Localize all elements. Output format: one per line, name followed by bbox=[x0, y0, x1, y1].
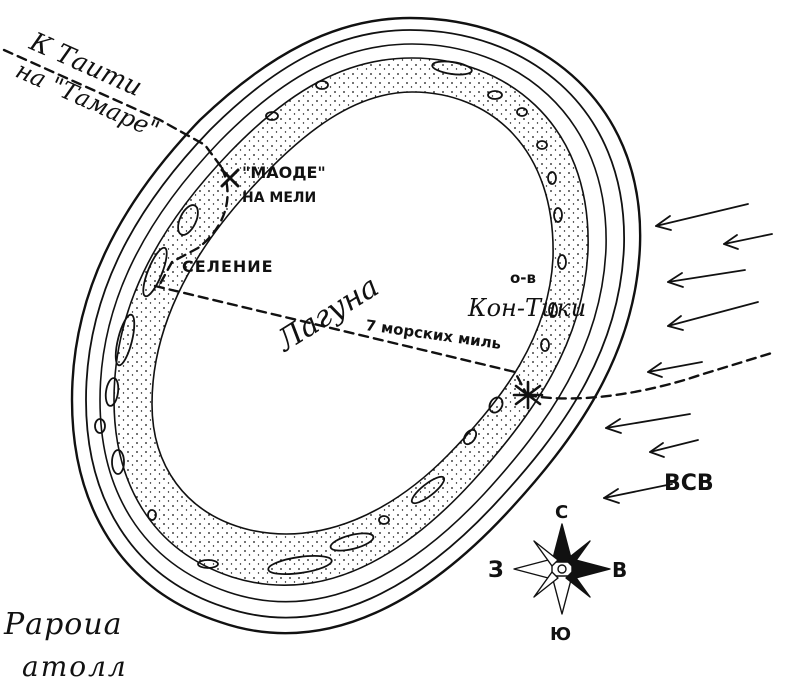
islet bbox=[265, 111, 279, 121]
map-title-line1: Рароиа bbox=[3, 607, 123, 642]
compass-needle-east bbox=[571, 558, 611, 580]
islet bbox=[177, 204, 199, 236]
islet bbox=[553, 207, 563, 223]
route-across-lagoon bbox=[153, 284, 529, 397]
wind-arrow bbox=[647, 361, 703, 378]
islet bbox=[147, 509, 157, 521]
wind-arrow bbox=[603, 483, 673, 504]
islet bbox=[197, 559, 219, 569]
islet bbox=[142, 246, 168, 298]
islet bbox=[104, 377, 120, 407]
islet bbox=[94, 418, 106, 434]
compass-diagonal-ne bbox=[565, 540, 591, 567]
label-lagoon: Лагуна bbox=[269, 269, 385, 360]
islet bbox=[329, 532, 375, 552]
islet bbox=[431, 60, 473, 76]
kon-tiki-wreck-marker bbox=[512, 380, 544, 410]
route-kon-tiki-drift bbox=[525, 350, 777, 400]
compass-diagonal-nw bbox=[533, 540, 559, 567]
label-island-prefix: о-в bbox=[510, 269, 536, 287]
compass-needle-west bbox=[513, 558, 553, 580]
compass-label-north: С bbox=[555, 502, 568, 523]
islet bbox=[487, 90, 503, 100]
map-title-line2: атолл bbox=[22, 650, 128, 683]
label-wreck-aground: НА МЕЛИ bbox=[242, 190, 316, 206]
route-to-tahiti bbox=[2, 48, 224, 170]
islet bbox=[548, 302, 558, 318]
wind-arrow bbox=[667, 301, 759, 331]
routes bbox=[2, 48, 777, 400]
compass-diagonal-se bbox=[565, 571, 591, 598]
reef-outline bbox=[70, 16, 642, 635]
islet bbox=[462, 428, 478, 446]
label-wind-direction: ВСВ bbox=[664, 471, 714, 496]
compass-label-south: Ю bbox=[550, 624, 571, 645]
islet bbox=[267, 555, 333, 575]
wind-arrow bbox=[605, 413, 691, 434]
islets bbox=[94, 60, 567, 575]
route-wreck-to-village bbox=[158, 166, 229, 286]
reef-ring-outer bbox=[70, 16, 642, 635]
wind-arrow bbox=[655, 203, 749, 231]
atoll-land-strip bbox=[113, 57, 589, 586]
wind-arrows bbox=[603, 203, 773, 504]
compass-needle-north bbox=[551, 523, 573, 563]
reef-ring-3 bbox=[99, 43, 607, 603]
label-wreck-name: "МАОДЕ" bbox=[242, 163, 326, 182]
islet bbox=[315, 80, 329, 90]
compass-rose bbox=[513, 523, 611, 615]
compass-label-west: З bbox=[488, 558, 504, 583]
label-village: СЕЛЕНИЕ bbox=[182, 257, 274, 276]
islet bbox=[111, 449, 125, 475]
wreck-marker bbox=[220, 168, 240, 188]
reef-ring-2 bbox=[85, 29, 625, 619]
islet bbox=[557, 254, 567, 270]
compass-needle-south bbox=[551, 575, 573, 615]
islet bbox=[536, 140, 548, 150]
islet bbox=[547, 171, 557, 185]
islet bbox=[540, 338, 550, 352]
islet bbox=[488, 396, 504, 414]
islet bbox=[516, 107, 528, 117]
wind-arrow bbox=[649, 439, 699, 458]
compass-diagonal-sw bbox=[533, 571, 559, 598]
compass-label-east: В bbox=[612, 558, 627, 582]
wind-arrow bbox=[667, 269, 746, 288]
islet bbox=[114, 313, 136, 367]
wind-arrow bbox=[723, 233, 773, 250]
islet bbox=[378, 515, 390, 525]
islet bbox=[410, 475, 446, 505]
label-island-name: Кон-Тики bbox=[467, 294, 586, 322]
